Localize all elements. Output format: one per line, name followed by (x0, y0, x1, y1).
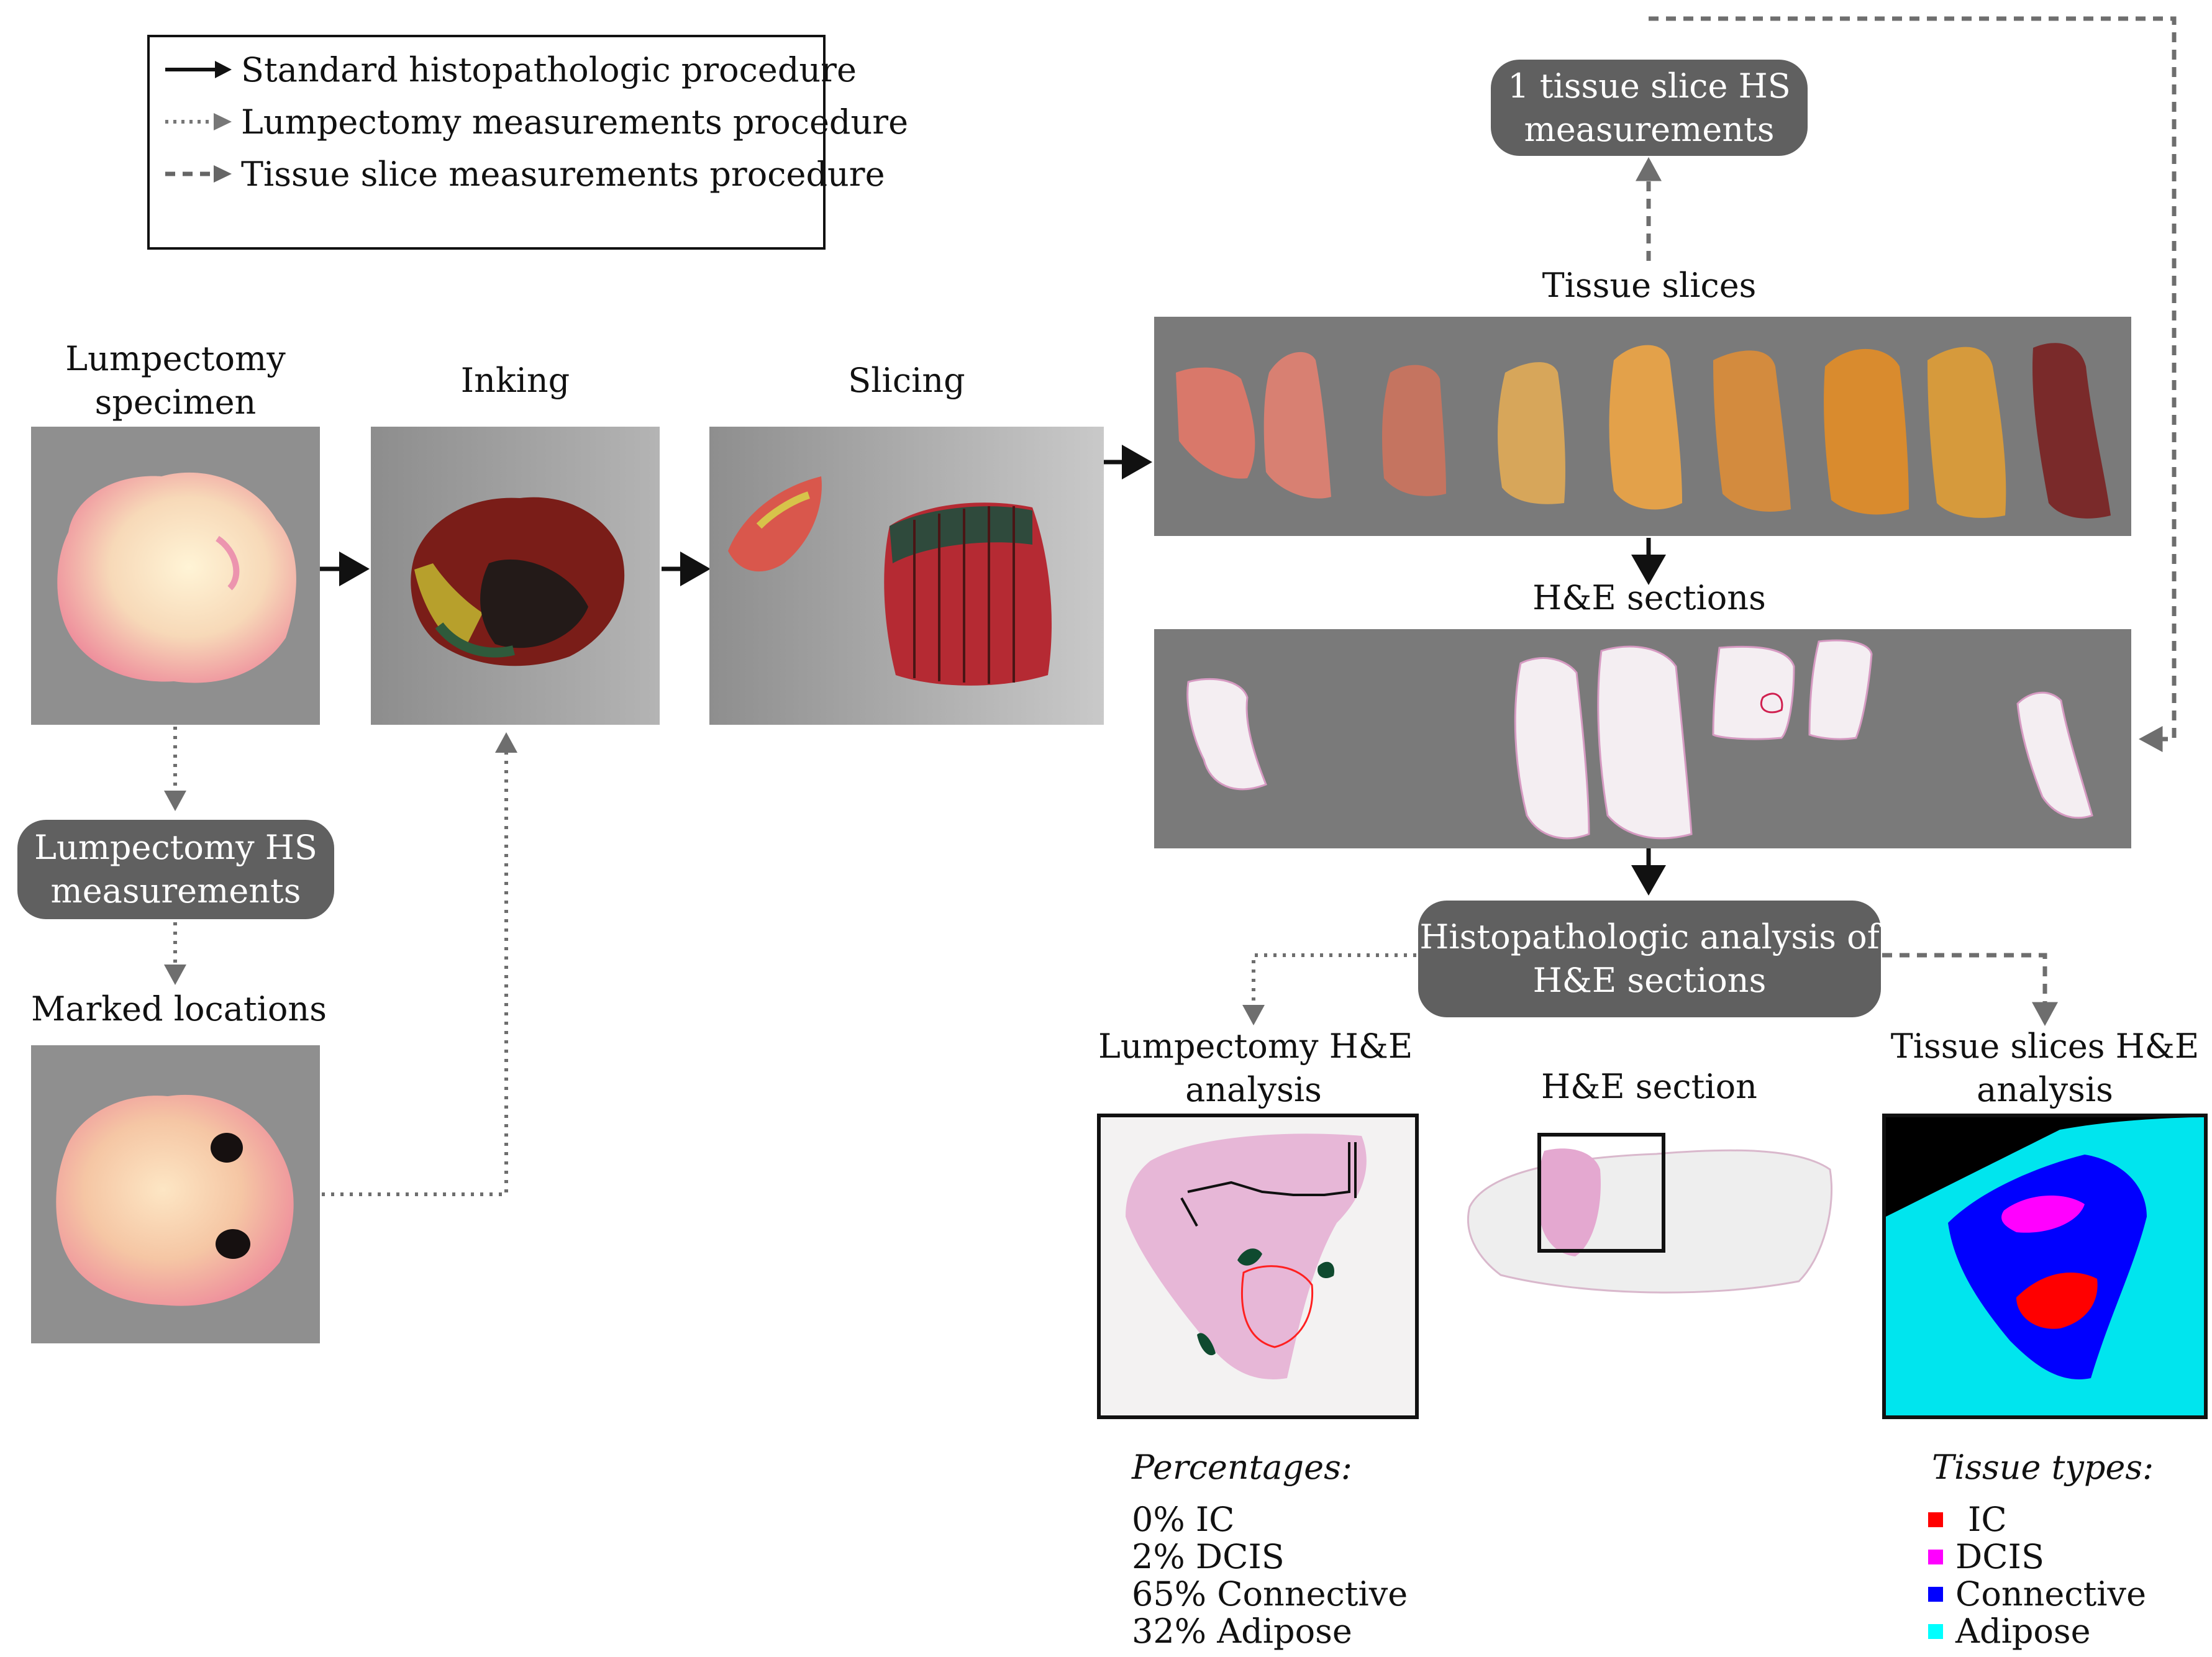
percentage-adipose: 32% Adipose (1132, 1612, 1352, 1651)
he-section-label: H&E section (1541, 1067, 1757, 1106)
inking-label: Inking (460, 361, 570, 400)
legend-tissue-slice-label: Tissue slice measurements procedure (241, 154, 885, 194)
arrow-histo-to-lump-analysis (1242, 953, 1416, 1025)
tissue-slice-hs-node: 1 tissue slice HS measurements (1491, 60, 1808, 156)
lumpectomy-specimen-photo (31, 427, 320, 725)
legend-row-lumpectomy: Lumpectomy measurements procedure (162, 97, 908, 147)
tissue-type-adipose: Adipose (1955, 1612, 2091, 1651)
lumpectomy-he-analysis-image (1097, 1114, 1419, 1419)
dcis-color-swatch (1928, 1550, 1943, 1564)
slicing-label: Slicing (848, 361, 965, 400)
legend-lumpectomy-label: Lumpectomy measurements procedure (241, 102, 909, 142)
dashed-arrow-icon (165, 165, 232, 183)
lumpectomy-he-label-line1: Lumpectomy H&E (1098, 1027, 1413, 1066)
histopathologic-analysis-node: Histopathologic analysis of H&E sections (1418, 901, 1881, 1017)
legend-box: Standard histopathologic procedure Lumpe… (147, 35, 908, 250)
percentage-ic: 0% IC (1132, 1500, 1235, 1539)
percentages-title: Percentages: (1132, 1448, 1352, 1487)
ic-color-swatch (1928, 1512, 1943, 1527)
tissue-slices-he-label-line2: analysis (1977, 1070, 2113, 1109)
tissue-slices-he-label-line1: Tissue slices H&E (1890, 1027, 2200, 1066)
histo-line1: Histopathologic analysis of (1419, 917, 1880, 956)
tissue-slices-label: Tissue slices (1542, 266, 1757, 305)
tissue-types-title: Tissue types: (1932, 1448, 2154, 1487)
percentage-connective: 65% Connective (1132, 1574, 1408, 1614)
inking-photo (371, 427, 660, 725)
tissue-slice-hs-line1: 1 tissue slice HS (1508, 66, 1791, 106)
tissue-slice-pieces (1176, 343, 2111, 519)
adipose-color-swatch (1928, 1624, 1943, 1639)
specimen-label-line2: specimen (94, 383, 257, 422)
percentage-dcis: 2% DCIS (1132, 1537, 1285, 1576)
slicing-photo (709, 427, 1104, 725)
tissue-type-connective: Connective (1955, 1574, 2147, 1614)
tissue-type-dcis: DCIS (1955, 1537, 2044, 1576)
he-sections-label: H&E sections (1532, 578, 1766, 617)
tissue-slice-hs-line2: measurements (1524, 109, 1775, 149)
marked-locations-photo (31, 1045, 320, 1343)
tissue-slices-he-analysis-image (1882, 1114, 2208, 1419)
arrow-slice-hs-to-he (1649, 16, 2177, 752)
legend-row-tissue-slice: Tissue slice measurements procedure (162, 149, 885, 199)
marked-locations-label: Marked locations (31, 989, 327, 1028)
tissue-type-ic: IC (1968, 1500, 2007, 1539)
specimen-label-line1: Lumpectomy (65, 339, 286, 378)
lumpectomy-he-label-line2: analysis (1185, 1070, 1322, 1109)
lumpectomy-hs-node: Lumpectomy HS measurements (17, 820, 334, 919)
arrow-histo-to-slices-analysis (1882, 953, 2058, 1026)
histo-line2: H&E sections (1532, 961, 1767, 1000)
legend-standard-label: Standard histopathologic procedure (241, 50, 857, 89)
dotted-arrow-icon (165, 113, 232, 130)
tissue-slices-photo (1154, 317, 2131, 536)
solid-arrow-icon (165, 61, 232, 78)
lumpectomy-hs-line2: measurements (50, 871, 301, 910)
legend-row-standard: Standard histopathologic procedure (162, 45, 857, 94)
lumpectomy-hs-line1: Lumpectomy HS (34, 828, 317, 867)
arrow-marked-to-inking (322, 732, 517, 1196)
he-section-image (1451, 1114, 1849, 1300)
connective-color-swatch (1928, 1587, 1943, 1602)
he-sections-photo (1154, 629, 2131, 848)
